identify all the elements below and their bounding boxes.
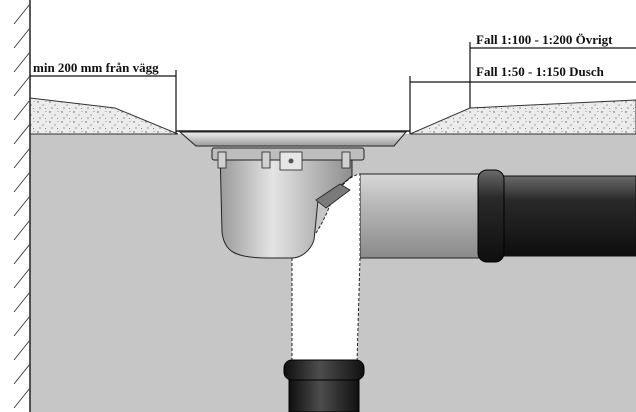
screed-right [409,99,636,135]
dimension-slope-shower [409,76,636,134]
horizontal-pipe-grey [359,173,491,259]
floor-drain-icon [176,130,410,259]
hatched-wall-icon [13,0,31,412]
label-slope-other: Fall 1:100 - 1:200 Övrigt [476,32,613,47]
vertical-pipe-socket [283,359,365,381]
dimension-slope-other [469,42,636,108]
screed-left [29,97,179,135]
pipe-socket [477,169,505,263]
label-wall-distance: min 200 mm från vägg [33,60,159,75]
dimension-wall-distance [30,70,177,134]
label-slope-shower: Fall 1:50 - 1:150 Dusch [476,64,605,79]
horizontal-pipe-black [489,175,636,257]
